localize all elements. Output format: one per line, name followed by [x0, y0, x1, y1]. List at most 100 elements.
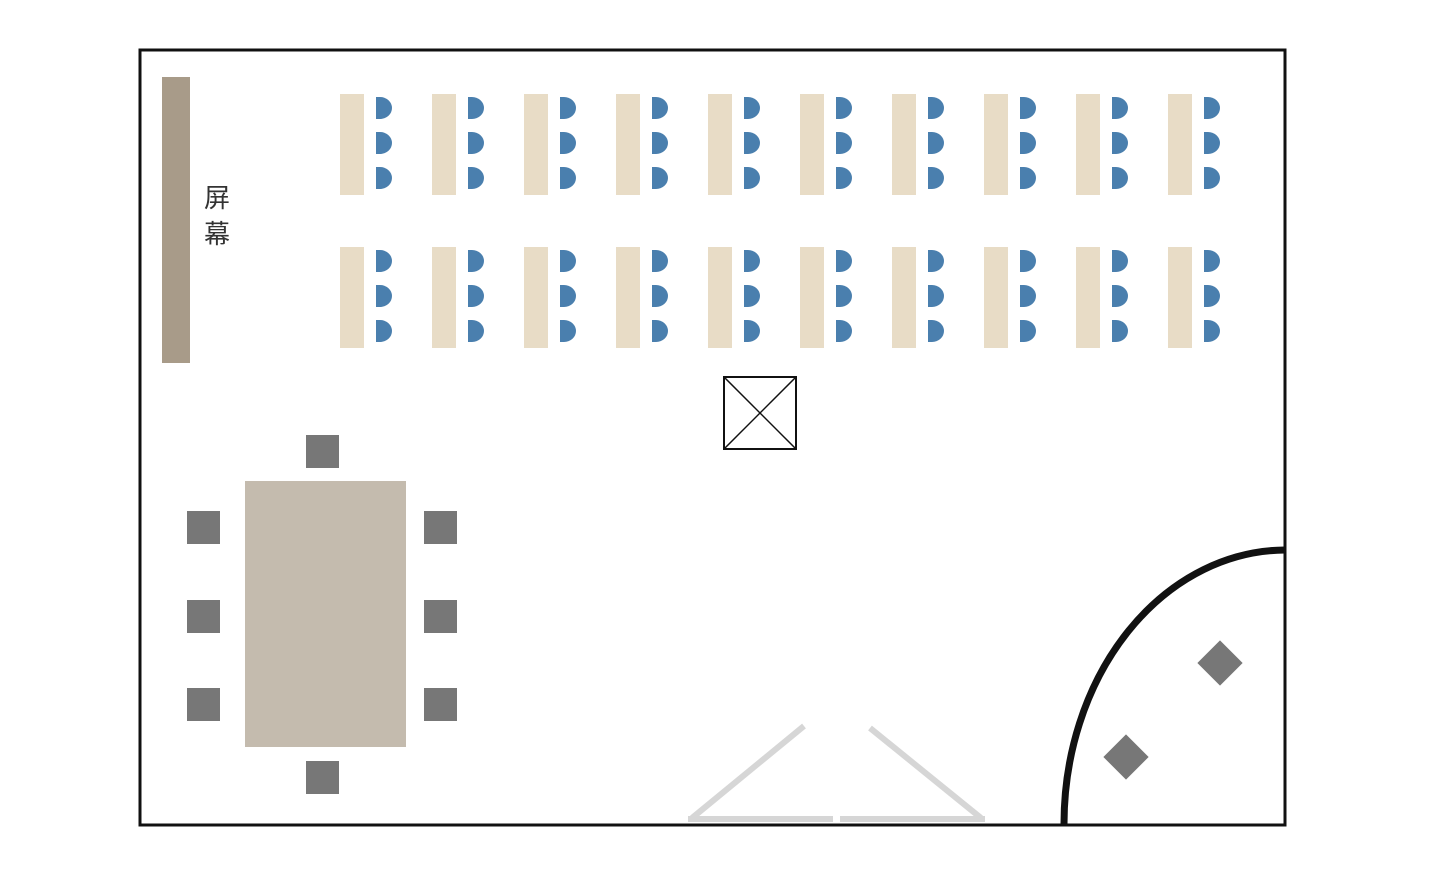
door-right-leaf	[868, 725, 983, 821]
desk-unit	[984, 247, 1036, 348]
desk-chair	[468, 285, 484, 307]
room-walls	[138, 48, 1287, 827]
desk-chair	[744, 167, 760, 189]
lounge-curved-wall	[1060, 546, 1286, 825]
desk-chair	[376, 285, 392, 307]
meeting-chair-top	[306, 435, 339, 468]
desk-chair	[744, 97, 760, 119]
desk-chair	[836, 97, 852, 119]
screen-bar	[162, 77, 190, 363]
desk-chair	[652, 167, 668, 189]
meeting-table	[245, 481, 406, 747]
seating-area	[340, 94, 1220, 348]
desk	[1076, 247, 1100, 348]
desk-unit	[1168, 247, 1220, 348]
desk-chair	[744, 320, 760, 342]
desk-unit	[892, 94, 944, 195]
desk-unit	[984, 94, 1036, 195]
desk-chair	[652, 132, 668, 154]
desk-unit	[616, 247, 668, 348]
desk	[984, 247, 1008, 348]
desk-chair	[652, 320, 668, 342]
desk	[340, 247, 364, 348]
lounge-corner	[1060, 546, 1286, 825]
desk	[1076, 94, 1100, 195]
desk	[800, 94, 824, 195]
desk-chair	[560, 97, 576, 119]
desk-chair	[1204, 167, 1220, 189]
desk-chair	[928, 167, 944, 189]
meeting-chair-left	[187, 600, 220, 633]
desk-chair	[652, 97, 668, 119]
meeting-table-group	[187, 435, 457, 794]
desk-chair	[1020, 97, 1036, 119]
desk-unit	[432, 94, 484, 195]
desk-unit	[800, 94, 852, 195]
desk	[616, 94, 640, 195]
desk-unit	[432, 247, 484, 348]
desk-chair	[836, 285, 852, 307]
desk-chair	[1112, 97, 1128, 119]
desk	[616, 247, 640, 348]
desk-unit	[1168, 94, 1220, 195]
desk	[340, 94, 364, 195]
desk-chair	[836, 320, 852, 342]
desk-chair	[1020, 285, 1036, 307]
column-cross-2	[723, 376, 797, 450]
desk-chair	[376, 250, 392, 272]
desk-chair	[928, 97, 944, 119]
desk-chair	[1020, 320, 1036, 342]
desk-chair	[928, 320, 944, 342]
desk-chair	[468, 167, 484, 189]
lounge-seat	[1197, 640, 1243, 686]
desk-chair	[928, 285, 944, 307]
desk-chair	[376, 320, 392, 342]
desk-unit	[524, 247, 576, 348]
desk	[800, 247, 824, 348]
desk	[524, 94, 548, 195]
desk-chair	[836, 132, 852, 154]
desk-unit	[708, 247, 760, 348]
desk-chair	[1112, 132, 1128, 154]
desk-chair	[560, 167, 576, 189]
desk-chair	[1020, 250, 1036, 272]
desk-chair	[376, 97, 392, 119]
desk-chair	[1204, 250, 1220, 272]
desk-chair	[836, 167, 852, 189]
desk	[708, 247, 732, 348]
desk-chair	[1112, 167, 1128, 189]
desk-unit	[616, 94, 668, 195]
desk-chair	[468, 250, 484, 272]
desk-chair	[468, 97, 484, 119]
desk	[432, 247, 456, 348]
desk	[1168, 247, 1192, 348]
meeting-chair-left	[187, 511, 220, 544]
desk-chair	[652, 285, 668, 307]
meeting-chair-right	[424, 600, 457, 633]
desk-chair	[1204, 97, 1220, 119]
desk-chair	[1020, 132, 1036, 154]
desk-unit	[708, 94, 760, 195]
projection-screen: 屏 幕	[162, 77, 230, 363]
desk-chair	[468, 132, 484, 154]
desk-chair	[1204, 320, 1220, 342]
meeting-chair-bottom	[306, 761, 339, 794]
desk	[708, 94, 732, 195]
desk-chair	[560, 132, 576, 154]
desk-chair	[1112, 320, 1128, 342]
desk-chair	[560, 320, 576, 342]
desk-unit	[524, 94, 576, 195]
meeting-chair-left	[187, 688, 220, 721]
desk-chair	[560, 285, 576, 307]
desk-chair	[744, 285, 760, 307]
desk-chair	[928, 132, 944, 154]
desk-chair	[376, 167, 392, 189]
desk-chair	[1204, 132, 1220, 154]
desk	[1168, 94, 1192, 195]
desk-unit	[340, 247, 392, 348]
desk-chair	[376, 132, 392, 154]
desk-unit	[340, 94, 392, 195]
column-pillar	[723, 376, 797, 450]
screen-label-char-1: 屏	[204, 184, 230, 214]
